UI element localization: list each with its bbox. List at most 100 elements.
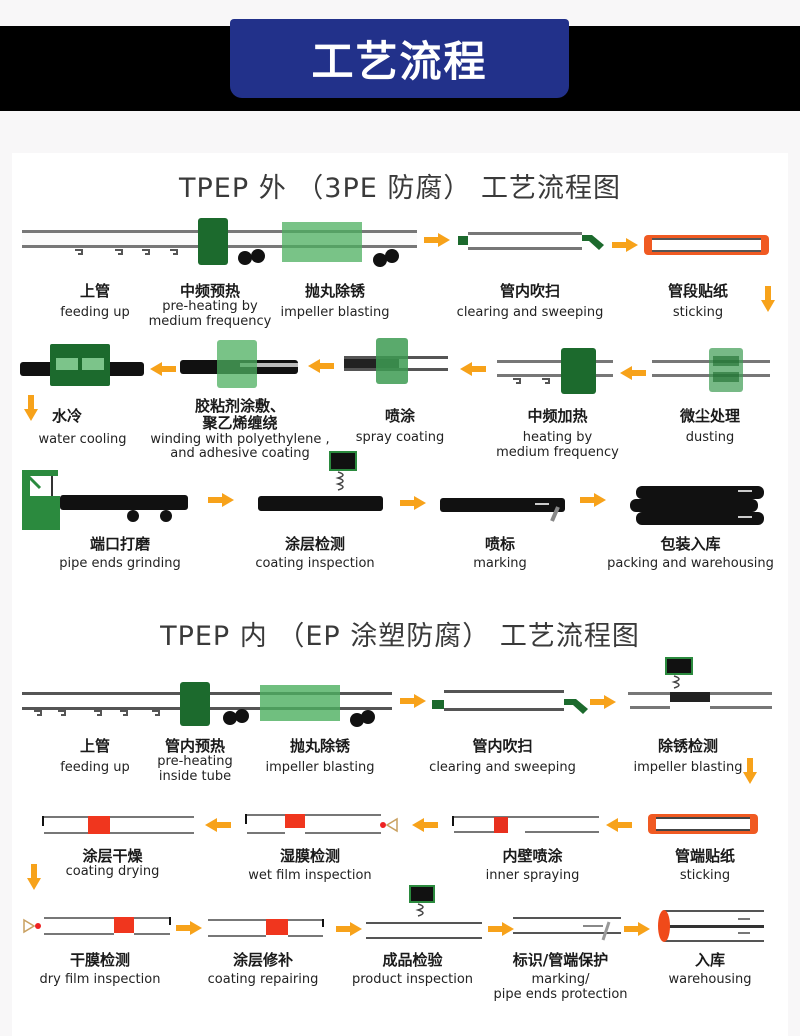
step-zh: 聚乙烯缠绕 xyxy=(202,414,278,433)
step-zh: 管内吹扫 xyxy=(499,282,560,300)
flow-arrow-left-icon xyxy=(620,366,646,380)
step-zh: 涂层检测 xyxy=(284,535,345,553)
content-card xyxy=(12,153,788,1036)
flow-arrow-right-icon xyxy=(424,233,450,247)
flow-arrow-right-icon xyxy=(176,921,202,935)
inner-sticking-graphic xyxy=(648,814,758,834)
step-zh: 抛丸除锈 xyxy=(289,737,350,755)
flow-arrow-right-icon xyxy=(580,493,606,507)
step-en: warehousing xyxy=(668,972,752,988)
flow-arrow-down-icon xyxy=(24,395,38,421)
step-zh: 端口打磨 xyxy=(89,535,150,553)
step-label: 喷标 marking xyxy=(450,535,550,572)
step-label: 管内预热 pre-heating inside tube xyxy=(140,737,250,785)
dry-film-graphic xyxy=(23,917,171,935)
step-label: 水冷 water cooling xyxy=(30,407,135,448)
step-zh: 抛丸除锈 xyxy=(304,282,365,300)
step-label: 内壁喷涂 inner spraying xyxy=(470,847,595,884)
step-zh: 上管 xyxy=(79,737,110,755)
step-label: 中频预热 pre-heating by medium frequency xyxy=(140,282,280,330)
repairing-graphic xyxy=(208,919,324,937)
step-zh: 喷标 xyxy=(484,535,515,553)
coating-inspection-graphic xyxy=(258,451,383,511)
marking-protection-graphic xyxy=(513,917,621,941)
step-en: inside tube xyxy=(158,769,232,785)
step-label: 涂层干燥 coating drying xyxy=(55,847,170,880)
outer-row1-line-graphic xyxy=(22,218,417,267)
step-en: pre-heating xyxy=(157,754,233,770)
step-en: marking xyxy=(473,556,527,572)
step-zh: 上管 xyxy=(79,282,110,300)
outer-section-title: TPEP 外 （3PE 防腐） 工艺流程图 xyxy=(179,173,621,204)
flow-arrow-right-icon xyxy=(400,694,426,708)
step-label: 端口打磨 pipe ends grinding xyxy=(45,535,195,572)
step-en: heating by xyxy=(522,430,593,446)
step-en: coating repairing xyxy=(207,972,319,988)
product-inspection-graphic xyxy=(366,885,482,939)
flow-arrow-right-icon xyxy=(488,922,514,936)
step-en: sticking xyxy=(679,868,731,884)
sweeping-pipe-graphic xyxy=(458,232,604,250)
step-zh: 涂层修补 xyxy=(232,951,293,969)
marking-graphic xyxy=(440,498,565,522)
step-label: 管段贴纸 sticking xyxy=(648,282,748,321)
step-en: product inspection xyxy=(351,972,474,988)
water-cooling-graphic xyxy=(20,344,144,386)
inner-row1-line-graphic xyxy=(22,682,392,727)
inner-spraying-graphic xyxy=(452,816,599,833)
step-en: feeding up xyxy=(60,305,130,321)
step-label: 湿膜检测 wet film inspection xyxy=(235,847,385,884)
step-zh: 入库 xyxy=(694,951,725,969)
step-zh: 水冷 xyxy=(52,407,83,425)
flow-arrow-left-icon xyxy=(205,818,231,832)
step-label: 涂层修补 coating repairing xyxy=(198,951,328,988)
flow-arrow-left-icon xyxy=(308,359,334,373)
feeder-bracket-icon xyxy=(75,249,178,255)
drying-graphic xyxy=(42,816,194,834)
wet-film-graphic xyxy=(245,814,398,834)
step-zh: 管内吹扫 xyxy=(472,737,533,755)
step-label: 上管 feeding up xyxy=(40,737,150,776)
step-en: pipe ends grinding xyxy=(59,556,181,572)
grinding-graphic xyxy=(22,470,188,530)
step-en: pre-heating by xyxy=(162,299,258,315)
rust-inspection-graphic xyxy=(628,657,772,709)
step-en: dusting xyxy=(685,430,735,446)
sticking-pipe-graphic xyxy=(644,235,769,255)
step-zh: 微尘处理 xyxy=(679,407,740,425)
step-en: clearing and sweeping xyxy=(429,760,576,776)
step-zh: 管端贴纸 xyxy=(674,847,735,865)
header-tab: 工艺流程 xyxy=(230,19,569,98)
winding-graphic xyxy=(180,340,298,388)
flow-arrow-right-icon xyxy=(612,238,638,252)
step-zh: 干膜检测 xyxy=(69,951,130,969)
flow-arrow-right-icon xyxy=(400,496,426,510)
inner-sweeping-graphic xyxy=(432,690,588,714)
flow-arrow-down-icon xyxy=(761,286,775,312)
step-label: 除锈检测 impeller blasting xyxy=(628,737,748,776)
step-label: 抛丸除锈 impeller blasting xyxy=(275,282,395,321)
warehousing-graphic xyxy=(658,910,764,942)
flow-arrow-left-icon xyxy=(460,362,486,376)
step-en: medium frequency xyxy=(496,445,619,461)
step-zh: 除锈检测 xyxy=(657,737,718,755)
step-zh: 湿膜检测 xyxy=(279,847,340,865)
flow-arrow-down-icon xyxy=(27,864,41,890)
step-label: 中频加热 heating by medium frequency xyxy=(490,407,625,461)
page-title: 工艺流程 xyxy=(311,37,488,86)
step-en: and adhesive coating xyxy=(170,446,310,462)
step-label: 微尘处理 dusting xyxy=(655,407,765,446)
packing-graphic xyxy=(630,486,764,525)
step-zh: 标识/管端保护 xyxy=(512,951,609,969)
step-zh: 管内预热 xyxy=(164,737,225,755)
step-en: wet film inspection xyxy=(248,868,372,884)
step-zh: 中频预热 xyxy=(179,282,240,300)
heating-graphic xyxy=(497,348,613,394)
roller-icon xyxy=(238,249,399,267)
step-en: dry film inspection xyxy=(39,972,161,988)
step-en: feeding up xyxy=(60,760,130,776)
step-label: 上管 feeding up xyxy=(40,282,150,321)
step-label: 涂层检测 coating inspection xyxy=(245,535,385,572)
step-en: impeller blasting xyxy=(633,760,743,776)
step-label: 管端贴纸 sticking xyxy=(650,847,760,884)
